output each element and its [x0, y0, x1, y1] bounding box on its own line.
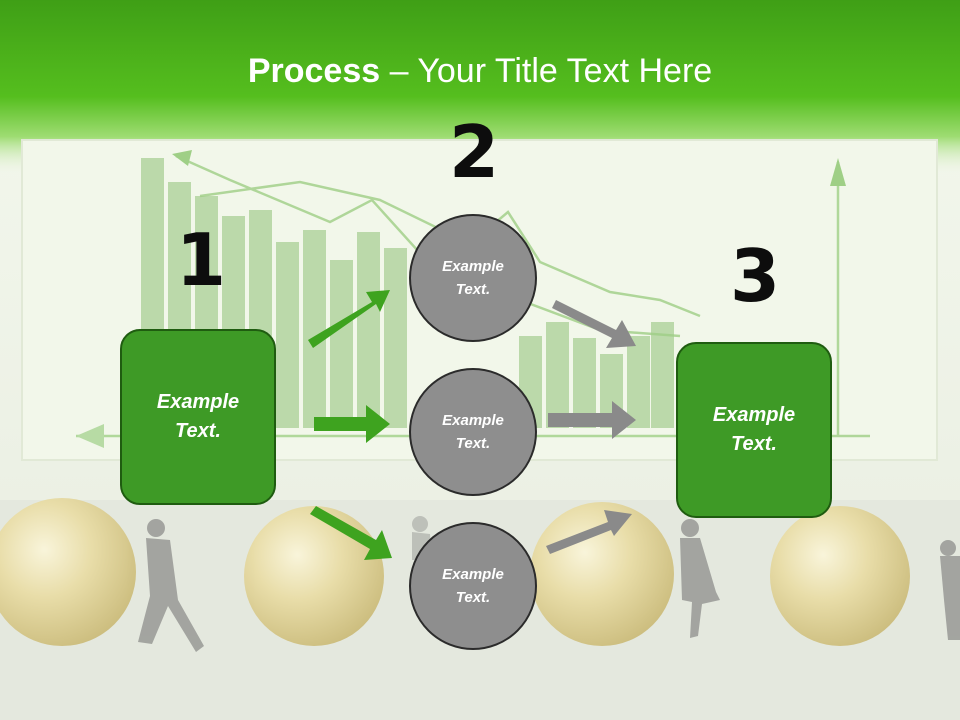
- golden-balls: [0, 498, 910, 646]
- title-bold: Process: [247, 52, 381, 90]
- step-number-2: 2: [449, 110, 500, 194]
- gray-arrow-down: [552, 300, 636, 348]
- step-1-text: Example Text.: [156, 391, 240, 442]
- node-bottom-text: Example Text.: [442, 566, 504, 606]
- node-middle-text: Example Text.: [442, 412, 504, 452]
- step-1-box: Example Text.: [120, 329, 276, 505]
- step-3-text: Example Text.: [712, 404, 796, 455]
- step-3-box: Example Text.: [676, 342, 832, 518]
- green-arrow-right: [314, 405, 390, 443]
- gray-arrow-up: [546, 510, 632, 554]
- slide-title: Process – Your Title Text Here: [0, 52, 960, 91]
- node-circle-middle: Example Text.: [409, 368, 537, 496]
- step-number-3: 3: [730, 234, 781, 318]
- step-number-1: 1: [176, 218, 227, 302]
- node-circle-top: Example Text.: [409, 214, 537, 342]
- node-top-text: Example Text.: [442, 258, 504, 298]
- green-arrow-down: [310, 506, 392, 560]
- green-arrow-up: [308, 290, 390, 348]
- title-rest: – Your Title Text Here: [380, 52, 713, 90]
- node-circle-bottom: Example Text.: [409, 522, 537, 650]
- decorative-bars: [141, 158, 674, 428]
- gray-arrow-right: [548, 401, 636, 439]
